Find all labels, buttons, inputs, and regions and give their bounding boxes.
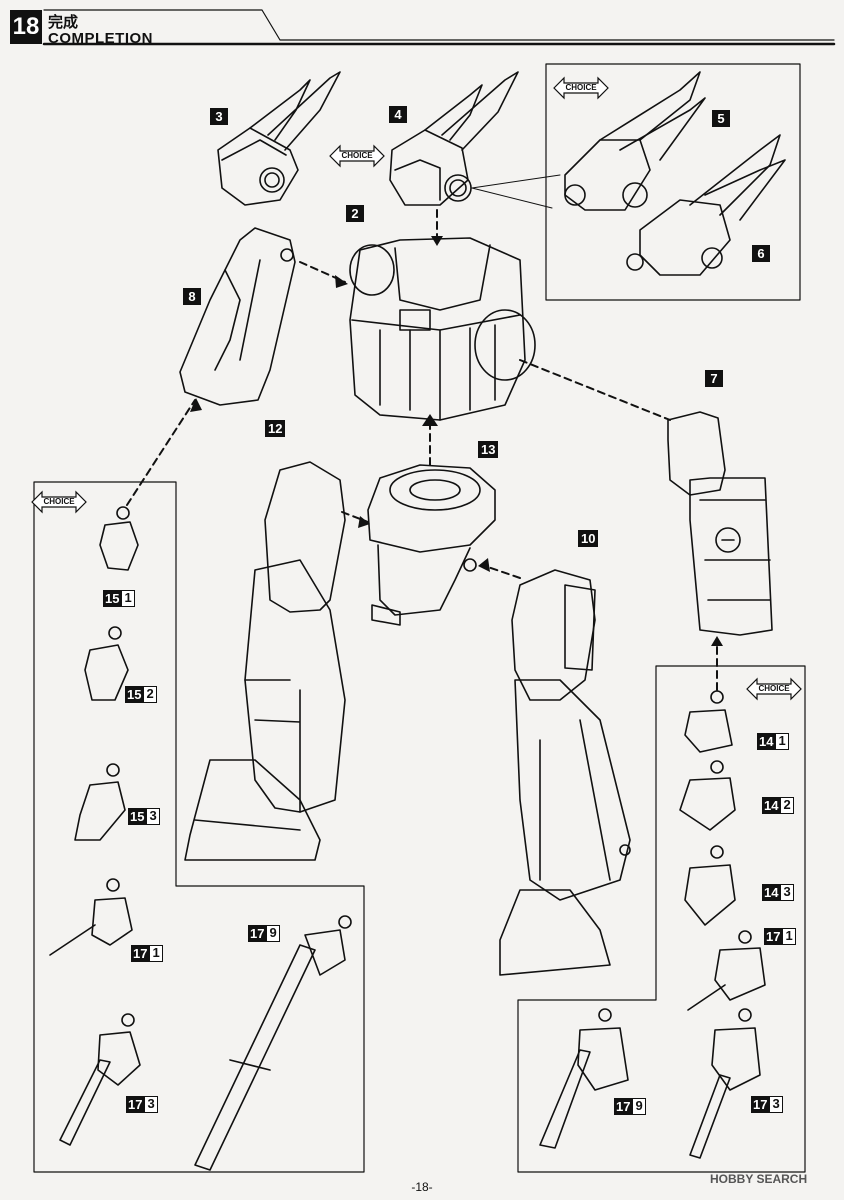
hand-15-3	[74, 763, 126, 841]
hand-17-1-right	[687, 930, 766, 1011]
leg-part-10	[499, 569, 631, 976]
part-tag-13: 13	[478, 441, 499, 458]
choice-marker-head: CHOICE	[328, 144, 386, 168]
arrowheads	[190, 236, 723, 646]
hand-17-9-weapon	[194, 915, 352, 1171]
hand-14-1	[684, 690, 733, 753]
step-title-japanese: 完成	[48, 13, 79, 31]
choice-box-right-hands	[517, 665, 806, 1173]
hand-17-1	[49, 878, 133, 956]
head-part-4	[389, 71, 519, 206]
part-tag-10: 10	[578, 530, 599, 547]
double-arrow-icon	[31, 490, 87, 514]
part-tag-8: 8	[183, 288, 201, 305]
head-part-3	[217, 71, 341, 206]
hand-17-3-right	[689, 1008, 761, 1159]
head-part-5	[564, 71, 706, 211]
hand-17-9-right	[539, 1008, 629, 1149]
part-tag-12: 12	[265, 420, 286, 437]
choice-marker-right-hands: CHOICE	[745, 677, 803, 701]
hand-15-2	[84, 626, 129, 701]
double-arrow-icon	[329, 144, 385, 168]
step-title-english: COMPLETION	[48, 30, 153, 47]
choice-box-left-hands	[33, 481, 365, 1173]
watermark: HOBBY SEARCH	[710, 1172, 808, 1186]
choice-marker-alt-heads: CHOICE	[552, 76, 610, 100]
head-part-6	[626, 134, 786, 276]
choice-marker-left-hands: CHOICE	[30, 490, 88, 514]
hand-14-2	[679, 760, 736, 831]
page-number: -18-	[411, 1180, 433, 1194]
hand-14-3	[684, 845, 736, 926]
hand-17-3	[59, 1013, 141, 1146]
step-number: 18	[10, 10, 42, 44]
forearm-part-7	[667, 411, 773, 636]
part-tag-4: 4	[389, 106, 407, 123]
header-rule	[43, 9, 835, 41]
part-tag-7: 7	[705, 370, 723, 387]
hand-15-1	[99, 506, 139, 571]
part-tag-5: 5	[712, 110, 730, 127]
part-tag-6: 6	[752, 245, 770, 262]
part-tag-2: 2	[346, 205, 364, 222]
torso-part-2	[349, 237, 536, 421]
waist-part-13	[367, 464, 496, 626]
choice-box-heads	[545, 63, 801, 301]
double-arrow-icon	[746, 677, 802, 701]
leg-part-12	[184, 461, 346, 861]
step-header: 18 完成 COMPLETION	[0, 0, 844, 48]
double-arrow-icon	[553, 76, 609, 100]
part-tag-3: 3	[210, 108, 228, 125]
assembly-guides	[126, 209, 718, 691]
upper-arm-part-8	[179, 227, 296, 406]
